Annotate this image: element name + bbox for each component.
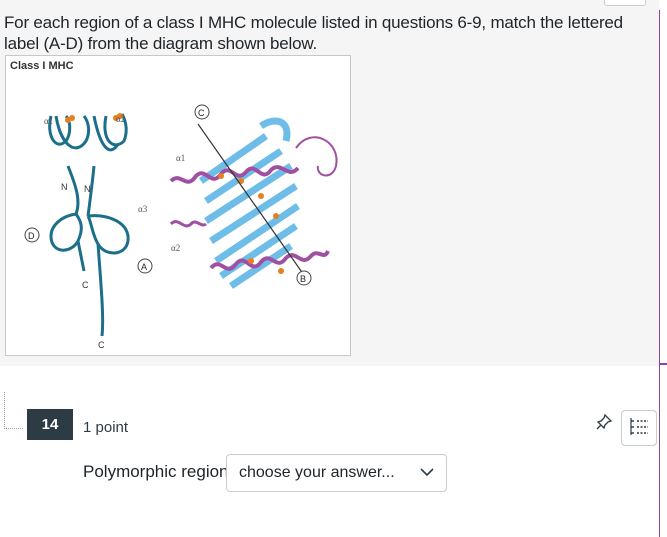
question-frame-border (659, 0, 667, 537)
struct-alpha1-label: α1 (176, 153, 185, 163)
question-number-badge: 14 (27, 409, 73, 440)
marker-b-circle (296, 270, 312, 286)
dotted-connector (4, 392, 23, 429)
class-i-mhc-figure: Class I MHC α1 α2 (5, 55, 351, 356)
question-stem-area: For each region of a class I MHC molecul… (4, 13, 624, 356)
marker-c-circle (194, 104, 210, 120)
answer-select-value: choose your answer... (239, 464, 395, 481)
c-label-1: C (82, 280, 89, 290)
top-corner-button[interactable] (604, 0, 646, 6)
c-label-2: C (98, 340, 105, 350)
pin-icon[interactable] (596, 414, 612, 430)
n-label-1: N (61, 182, 68, 192)
alpha3-label: α3 (138, 204, 148, 214)
question-stem-text: For each region of a class I MHC molecul… (4, 13, 623, 53)
alpha3-domain (86, 214, 130, 255)
alpha1-helix (169, 165, 300, 184)
marker-d-label: D (28, 231, 35, 241)
marker-a-label: A (141, 262, 147, 272)
alpha2-helix (209, 250, 330, 271)
question-prompt: Polymorphic region: (83, 462, 234, 481)
question-points: 1 point (83, 419, 129, 436)
marker-d-circle (24, 227, 40, 243)
marker-a-circle (137, 258, 153, 274)
n-chain-1 (66, 165, 80, 215)
n-chain-2 (86, 165, 96, 217)
answer-select[interactable]: choose your answer... (226, 454, 447, 492)
struct-alpha2-label: α2 (171, 243, 180, 253)
list-icon (630, 418, 648, 435)
marker-c-label: C (198, 108, 205, 118)
list-toggle-button[interactable] (621, 410, 657, 446)
alpha1-label: α1 (44, 116, 53, 126)
beta2m-domain (49, 212, 83, 252)
chain-c2 (96, 243, 105, 337)
mhc-diagram: α1 α2 α3 N N C C D A (24, 104, 338, 350)
chevron-down-icon (420, 468, 434, 477)
pointer-line (197, 123, 307, 279)
chain-c1 (76, 240, 86, 272)
figure-title: Class I MHC (10, 60, 74, 72)
n-label-2: N (84, 184, 91, 194)
marker-b-label: B (300, 274, 306, 284)
alpha2-label: α2 (116, 114, 125, 124)
